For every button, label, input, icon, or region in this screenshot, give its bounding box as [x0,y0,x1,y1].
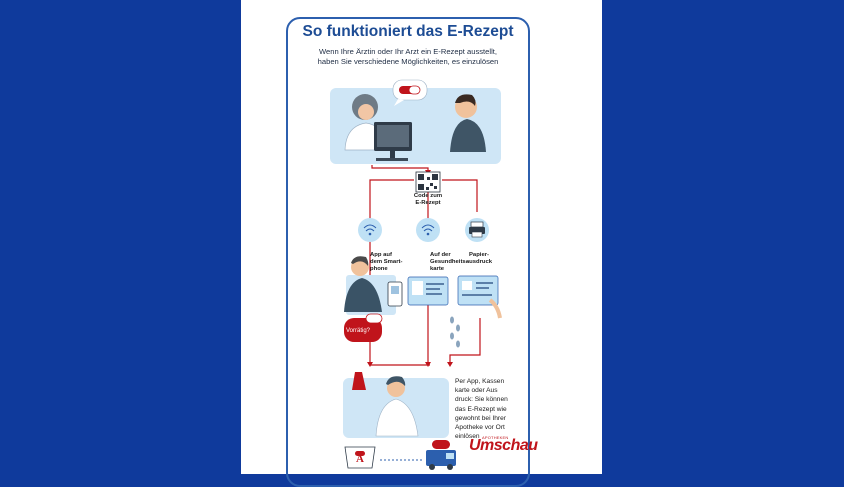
delivery-van-icon [426,440,456,470]
footer-line-6: Apotheke vor Ort [455,424,505,432]
card-label: Auf der Gesundheits- karte [430,252,470,272]
code-label-line-2: E-Rezept [415,199,441,206]
health-card-icon [407,276,449,306]
footer-line-4: das E-Rezept wie [455,405,507,413]
page-subtitle: Wenn Ihre Ärztin oder Ihr Arzt ein E-Rez… [298,47,518,66]
code-label: Code zum E-Rezept [411,193,445,207]
footer-line-5: gewohnt bei Ihrer [455,414,506,422]
printer-icon [465,218,489,242]
subtitle-line-2: haben Sie verschiedene Möglichkeiten, es… [317,56,499,66]
infographic-illustration: A A [330,79,502,470]
footer-line-3: druck: Sie können [455,396,508,404]
svg-text:A: A [353,375,365,392]
app-label: App auf dem Smart- phone [370,252,404,272]
footer-line-7: einlösen [455,433,480,441]
app-label-line-1: App auf [370,252,392,258]
code-label-line-1: Code zum [413,193,443,199]
footer-description: Per App, Kassen karte oder Aus druck: Si… [455,377,523,441]
page-title: So funktioniert das E-Rezept [302,23,514,40]
card-label-line-2: Gesundheits- [430,258,468,265]
patient-figure [450,94,486,152]
pharmacy-stock-bubble [344,313,383,342]
card-wifi-icon [416,218,440,242]
paper-label-line-1: Papier- [469,252,489,258]
speech-bubble-prescription [392,79,428,106]
stock-bubble-text: Vorrätig? [345,328,370,334]
pharmacy-a-icon: A [352,372,366,392]
paper-printout-icon [457,275,502,319]
pharmacist-figure [375,376,419,437]
app-label-line-2: dem Smart- [370,258,403,265]
footer-line-2: karte oder Aus [455,387,498,395]
shopping-bag-icon: A [344,446,376,469]
app-label-line-3: phone [370,265,388,272]
app-wifi-icon [358,218,382,242]
smartphone-user-figure [344,256,403,315]
qr-code-icon [415,171,441,193]
card-label-line-3: karte [430,265,445,272]
subtitle-line-1: Wenn Ihre Ärztin oder Ihr Arzt ein E-Rez… [319,47,497,56]
footer-line-1: Per App, Kassen [455,378,505,385]
brand-logo-top-line: APOTHEKEN [482,435,509,440]
footsteps-icon [450,316,460,348]
computer-monitor-icon [374,122,412,161]
brand-logo: Umschau [469,437,538,454]
svg-text:A: A [356,453,364,465]
card-label-line-1: Auf der [430,252,451,258]
paper-label-line-2: ausdruck [465,258,493,265]
paper-label: Papier- ausdruck [462,252,496,266]
